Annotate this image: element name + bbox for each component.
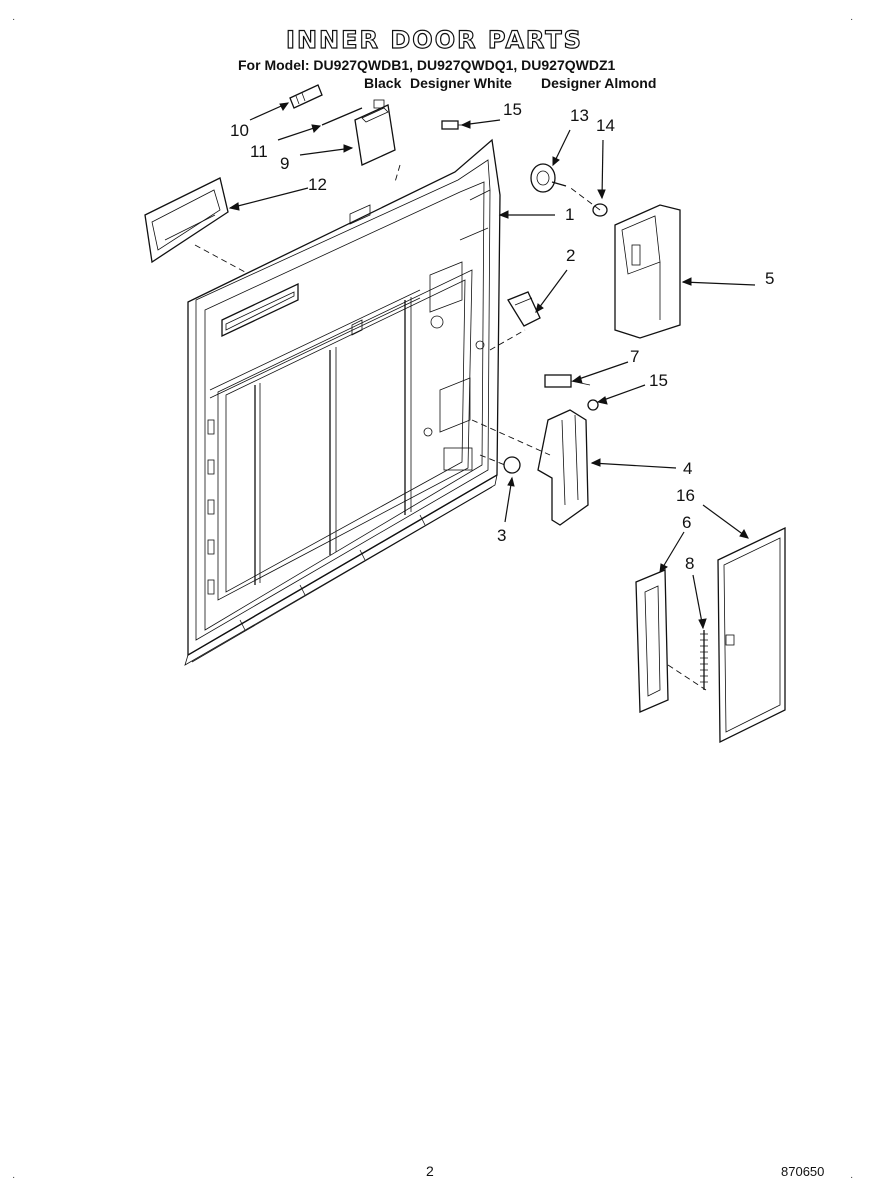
latch-part bbox=[537, 409, 589, 526]
callout-2: 2 bbox=[566, 246, 576, 265]
corner-mark-bottom-right: · bbox=[850, 1172, 854, 1183]
callout-3: 3 bbox=[497, 526, 507, 545]
color-label-black: Black bbox=[364, 75, 402, 91]
callout-10: 10 bbox=[230, 121, 249, 140]
cover-panel-part bbox=[717, 526, 786, 744]
washer-part bbox=[592, 203, 608, 217]
callout-9: 9 bbox=[280, 154, 290, 173]
callout-14: 14 bbox=[596, 116, 615, 135]
callout-6: 6 bbox=[682, 513, 692, 532]
spring-part bbox=[289, 84, 323, 109]
callout-13: 13 bbox=[570, 106, 589, 125]
callout-5: 5 bbox=[765, 269, 775, 288]
callout-1: 1 bbox=[565, 205, 575, 224]
leader-lines bbox=[228, 102, 756, 630]
corner-mark-top-right: · bbox=[850, 14, 854, 25]
callout-15-top: 15 bbox=[503, 100, 522, 119]
vent-cover-part bbox=[354, 99, 396, 166]
page-title: INNER DOOR PARTS bbox=[285, 25, 583, 54]
corner-mark-bottom-left: · bbox=[12, 1172, 16, 1183]
callout-12: 12 bbox=[308, 175, 327, 194]
bumper-part bbox=[503, 456, 521, 474]
knob-part bbox=[530, 163, 567, 193]
bracket-part bbox=[144, 177, 229, 264]
control-module-part bbox=[614, 204, 681, 339]
callout-11: 11 bbox=[250, 142, 268, 161]
coil-spring-part bbox=[700, 630, 708, 690]
corner-mark-top-left: · bbox=[12, 14, 16, 25]
color-label-white: Designer White bbox=[410, 75, 512, 91]
callout-8: 8 bbox=[685, 554, 695, 573]
callout-4: 4 bbox=[683, 459, 693, 478]
inner-door-panel bbox=[184, 138, 501, 666]
drawing-code: 870650 bbox=[781, 1164, 825, 1179]
rod-part bbox=[321, 107, 363, 126]
strike-plate-part bbox=[635, 569, 669, 713]
clip-part bbox=[507, 291, 541, 327]
page-number: 2 bbox=[426, 1163, 434, 1179]
switch-part bbox=[544, 374, 591, 388]
callout-15-lower: 15 bbox=[649, 371, 668, 390]
color-label-almond: Designer Almond bbox=[541, 75, 657, 91]
callout-16: 16 bbox=[676, 486, 695, 505]
model-list: For Model: DU927QWDB1, DU927QWDQ1, DU927… bbox=[238, 57, 616, 73]
screw-lower bbox=[587, 399, 599, 411]
callout-7: 7 bbox=[630, 347, 640, 366]
